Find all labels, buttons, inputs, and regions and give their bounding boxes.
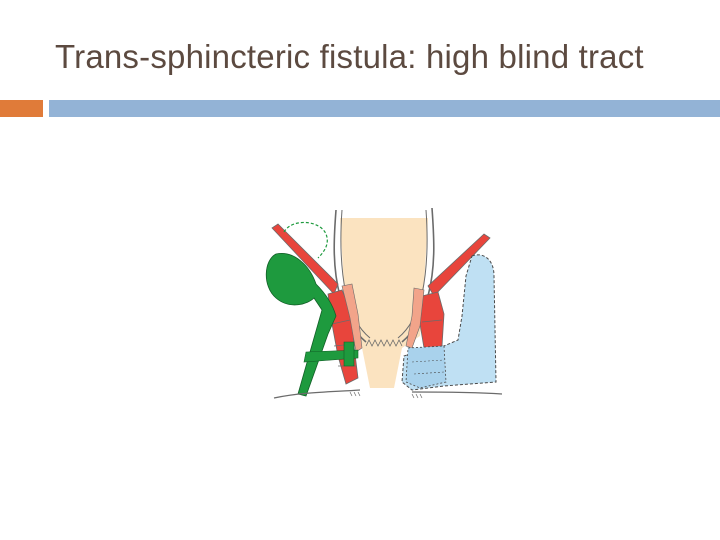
perianal-skin-left [273,389,361,399]
accent-bar-blue [49,100,720,117]
left-levator-muscle [271,223,339,295]
accent-bar-orange [0,100,43,117]
right-lower-sphincter-blue [405,345,447,389]
dentate-line [365,339,403,347]
right-levator-muscle [427,233,491,297]
perianal-skin-right [411,391,503,395]
left-internal-sphincter [341,283,363,353]
fistula-diagram [265,207,503,399]
slide-title: Trans-sphincteric fistula: high blind tr… [55,38,644,75]
